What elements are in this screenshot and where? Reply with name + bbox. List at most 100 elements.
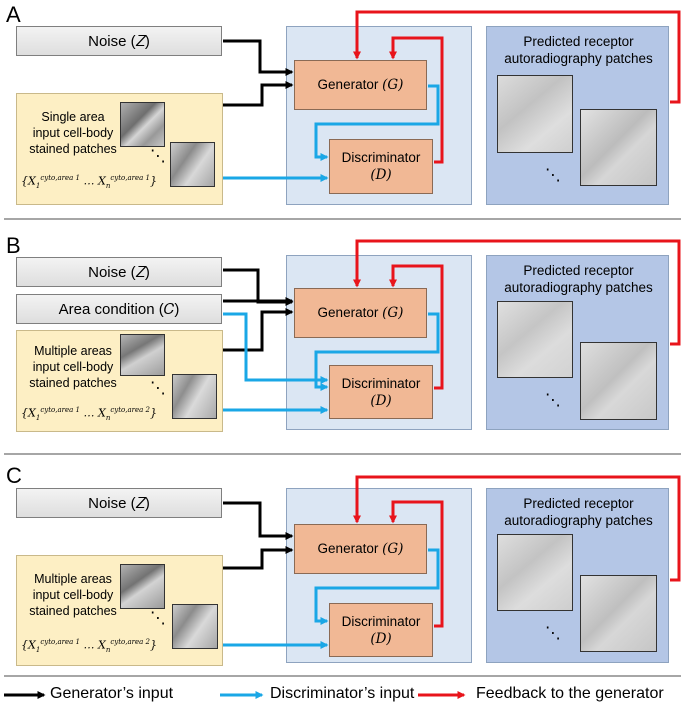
separator <box>4 675 681 677</box>
predicted-patches-area: Predicted receptor autoradiography patch… <box>486 26 669 205</box>
arrow-input-to-generator <box>223 546 294 570</box>
input-line-3: stained patches <box>29 604 117 618</box>
input-line-2: input cell-body <box>32 126 114 140</box>
discriminator-node: Discriminator (𝐷) <box>329 603 433 657</box>
cytology-patch-1 <box>120 102 165 147</box>
input-line-1: Multiple areas <box>34 344 112 358</box>
arrow-prediction-feedback <box>353 239 681 346</box>
generator-label: Generator <box>317 305 379 320</box>
input-line-3: stained patches <box>29 142 117 156</box>
discriminator-symbol: (𝐷) <box>370 167 392 183</box>
predicted-title-line-2: autoradiography patches <box>504 280 653 295</box>
arrow-generator-to-discriminator <box>314 84 440 161</box>
noise-label: Noise (𝑍) <box>88 494 150 512</box>
cytology-patch-1 <box>120 334 165 376</box>
cytology-patch-1 <box>120 564 165 609</box>
generator-node: Generator (𝐺) <box>294 60 427 110</box>
patch-set-formula: {X1cyto,area 1 … Xncyto,area 2} <box>21 406 157 422</box>
input-patches-box: Multiple areas input cell-body stained p… <box>16 330 223 432</box>
discriminator-node: Discriminator (𝐷) <box>329 365 433 419</box>
predicted-patch-1 <box>497 534 573 611</box>
separator <box>4 453 681 455</box>
arrow-noise-to-generator <box>223 268 294 306</box>
separator <box>4 218 681 220</box>
predicted-title-line-1: Predicted receptor <box>523 34 634 49</box>
generator-node: Generator (𝐺) <box>294 288 427 338</box>
panel-c-letter: C <box>6 463 22 488</box>
noise-label: Noise (𝑍) <box>88 263 150 281</box>
input-description: Multiple areas input cell-body stained p… <box>23 571 123 619</box>
predicted-title-line-2: autoradiography patches <box>504 513 653 528</box>
discriminator-symbol: (𝐷) <box>370 392 392 409</box>
arrow-noise-to-generator <box>223 501 294 540</box>
arrow-discriminator-feedback <box>389 264 444 390</box>
generator-label: Generator <box>317 77 379 92</box>
predicted-title: Predicted receptor autoradiography patch… <box>487 33 670 67</box>
legend-feedback: Feedback to the generator <box>476 685 664 702</box>
input-patches-box: Single area input cell-body stained patc… <box>16 93 223 205</box>
input-line-2: input cell-body <box>32 360 114 374</box>
area-condition-box: Area condition (𝐶) <box>16 294 222 324</box>
input-patches-box: Multiple areas input cell-body stained p… <box>16 555 223 666</box>
generator-symbol: (𝐺) <box>382 541 404 557</box>
input-line-2: input cell-body <box>32 588 114 602</box>
predicted-title-line-1: Predicted receptor <box>523 263 634 278</box>
noise-box: Noise (𝑍) <box>16 26 222 56</box>
ellipsis-dots: ⋱ <box>545 625 561 642</box>
predicted-patch-1 <box>497 75 573 153</box>
input-description: Multiple areas input cell-body stained p… <box>23 343 123 391</box>
patch-set-formula: {X1cyto,area 1 … Xncyto,area 2} <box>21 638 157 654</box>
arrow-input-to-generator <box>223 308 294 352</box>
ellipsis-dots: ⋱ <box>150 610 166 627</box>
arrow-prediction-feedback <box>353 10 681 104</box>
ellipsis-dots: ⋱ <box>545 167 561 184</box>
predicted-patch-1 <box>497 301 573 378</box>
noise-box: Noise (𝑍) <box>16 488 222 518</box>
cytology-patch-2 <box>170 142 215 187</box>
ellipsis-dots: ⋱ <box>150 148 166 165</box>
predicted-patch-2 <box>580 109 657 186</box>
arrow-generator-to-discriminator <box>314 548 440 625</box>
discriminator-label: Discriminator <box>341 375 421 391</box>
patch-set-formula: {X1cyto,area 1 … Xncyto,area 1} <box>21 174 157 190</box>
predicted-patch-2 <box>580 342 657 420</box>
noise-box: Noise (𝑍) <box>16 257 222 287</box>
predicted-patch-2 <box>580 575 657 652</box>
input-line-1: Multiple areas <box>34 572 112 586</box>
panel-b-letter: B <box>6 233 21 258</box>
arrow-area-condition-to-discriminator <box>223 312 329 384</box>
generator-symbol: (𝐺) <box>382 305 404 321</box>
discriminator-label: Discriminator <box>341 613 421 629</box>
legend-generator-input: Generator’s input <box>50 685 174 702</box>
predicted-patches-area: Predicted receptor autoradiography patch… <box>486 255 669 430</box>
panel-a-letter: A <box>6 2 21 27</box>
predicted-title-line-2: autoradiography patches <box>504 51 653 66</box>
input-description: Single area input cell-body stained patc… <box>23 109 123 157</box>
arrow-generator-to-discriminator <box>314 312 440 391</box>
generator-node: Generator (𝐺) <box>294 524 427 574</box>
predicted-title: Predicted receptor autoradiography patch… <box>487 495 670 529</box>
generator-label: Generator <box>317 541 379 556</box>
legend-discriminator-input: Discriminator’s input <box>270 685 415 702</box>
area-condition-label: Area condition (𝐶) <box>58 300 180 318</box>
input-line-1: Single area <box>41 110 105 124</box>
predicted-title: Predicted receptor autoradiography patch… <box>487 262 670 296</box>
cytology-patch-2 <box>172 604 218 649</box>
cytology-patch-2 <box>172 374 217 419</box>
discriminator-symbol: (𝐷) <box>370 630 392 647</box>
predicted-title-line-1: Predicted receptor <box>523 496 634 511</box>
arrow-input-to-generator <box>223 81 294 107</box>
predicted-patches-area: Predicted receptor autoradiography patch… <box>486 488 669 663</box>
arrow-prediction-feedback <box>353 475 681 582</box>
discriminator-label: Discriminator <box>341 150 421 165</box>
noise-label: Noise (𝑍) <box>88 32 150 50</box>
input-line-3: stained patches <box>29 376 117 390</box>
arrow-discriminator-feedback <box>389 36 444 164</box>
arrow-discriminator-feedback <box>389 500 444 628</box>
arrow-noise-to-generator <box>223 39 294 76</box>
discriminator-node: Discriminator (𝐷) <box>329 139 433 194</box>
ellipsis-dots: ⋱ <box>545 392 561 409</box>
ellipsis-dots: ⋱ <box>150 380 166 397</box>
generator-symbol: (𝐺) <box>382 77 404 93</box>
